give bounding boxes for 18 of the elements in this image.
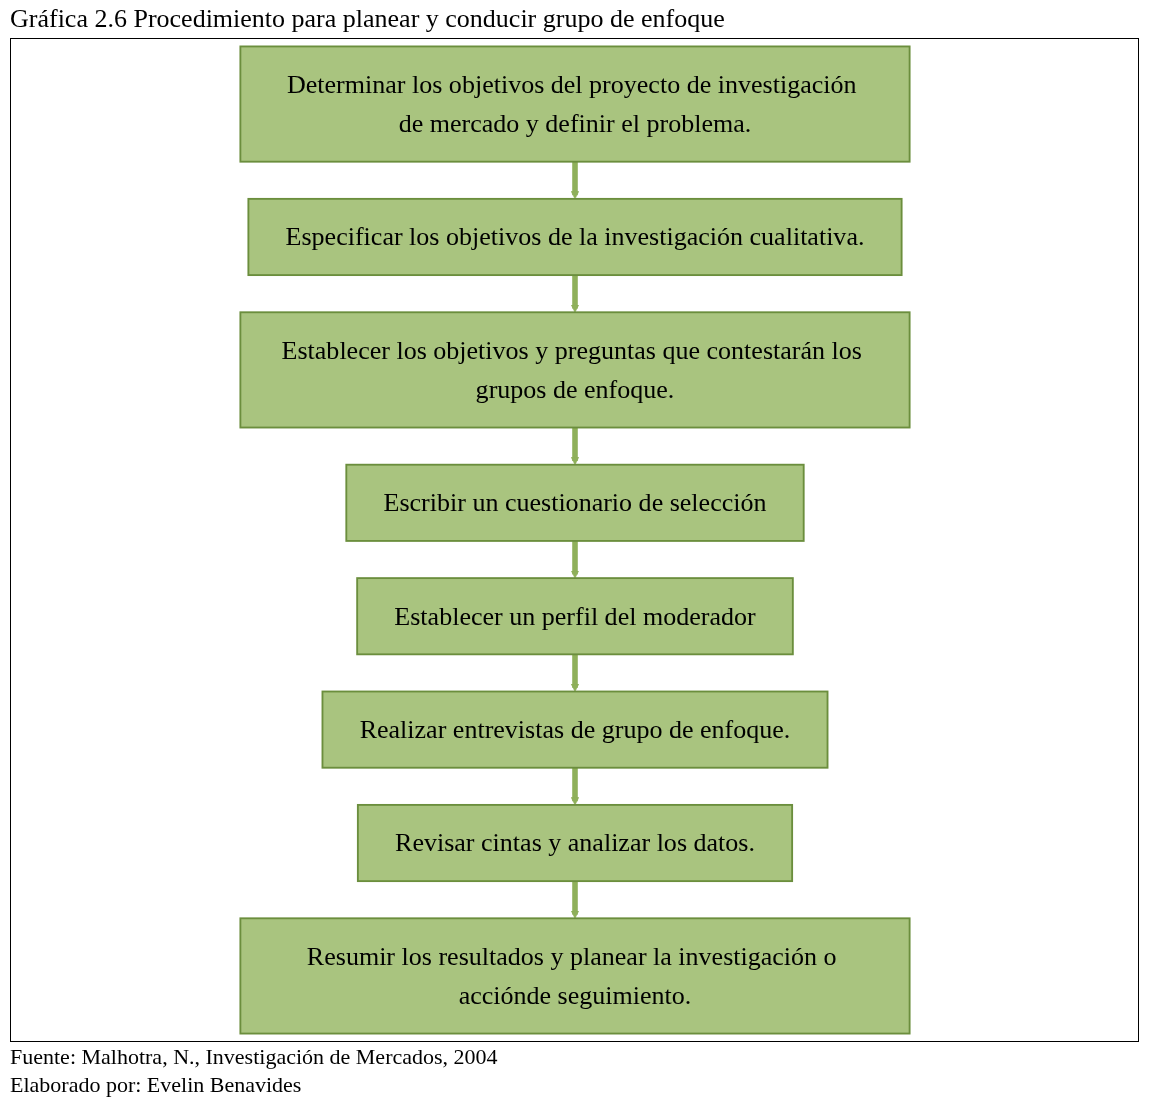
- arrow: [570, 161, 579, 200]
- source-note: Fuente: Malhotra, N., Investigación de Mercados, 2004: [10, 1044, 499, 1070]
- arrow: [570, 427, 579, 466]
- node-box: Resumir los resultados y planear la investigación o acciónde seguimiento.: [238, 917, 911, 1035]
- node-box: Establecer un perfil del moderador: [355, 577, 794, 656]
- node-box: Especificar los objetivos de la investigación cualitativa.: [246, 197, 903, 276]
- source-note: Elaborado por: Evelin Benavides: [10, 1072, 303, 1098]
- node-box: Revisar cintas y analizar los datos.: [356, 804, 793, 883]
- node-box: Determinar los objetivos del proyecto de investigación de mercado y definir el problema.: [238, 45, 911, 163]
- arrow: [570, 767, 579, 806]
- diagram-title: Gráfica 2.6 Procedimiento para planear y conducir grupo de enfoque: [10, 4, 726, 34]
- arrow: [570, 275, 579, 313]
- node-box: Realizar entrevistas de grupo de enfoque.: [321, 690, 828, 769]
- node-box: Escribir un cuestionario de selección: [344, 463, 805, 542]
- node-box: Establecer los objetivos y preguntas que contestarán los grupos de enfoque.: [238, 311, 911, 429]
- arrow: [570, 881, 579, 919]
- arrow: [570, 540, 579, 579]
- arrow: [570, 654, 579, 692]
